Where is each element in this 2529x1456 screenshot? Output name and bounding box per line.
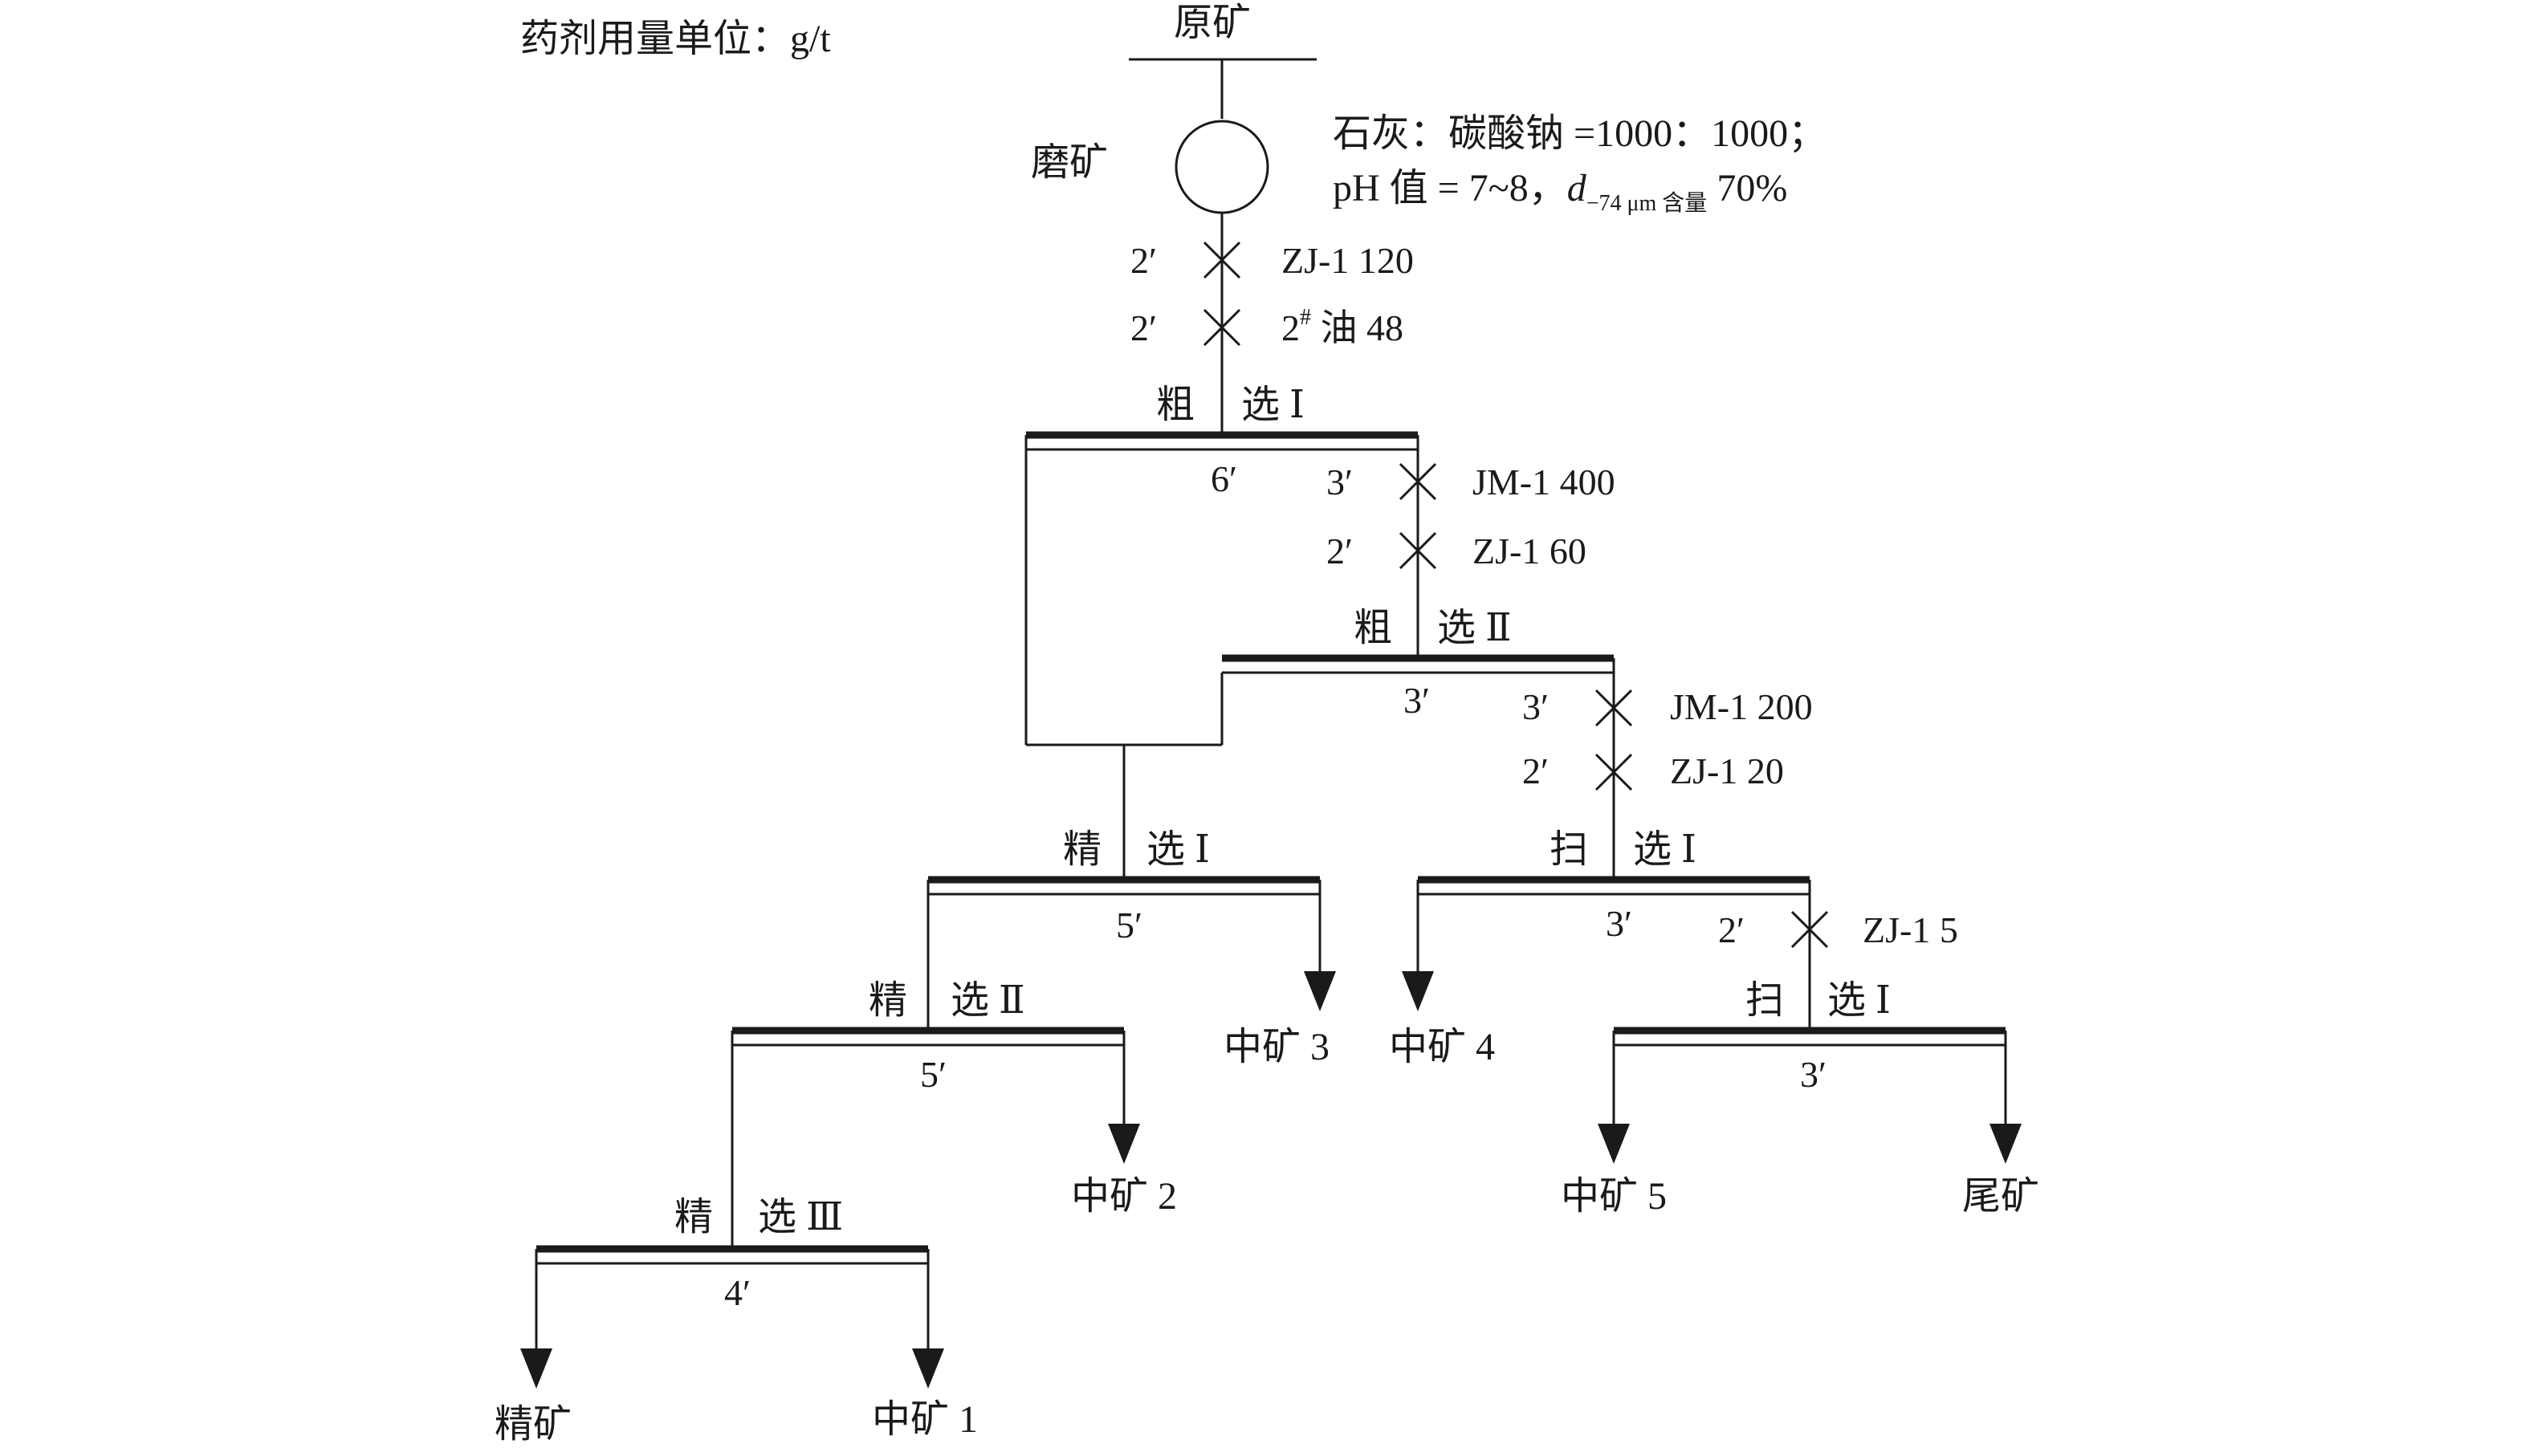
reagent-jm1-400-label: JM-1 400 bbox=[1472, 462, 1615, 502]
tailings-label: 尾矿 bbox=[1962, 1175, 2039, 1218]
conditioning-time-label: 3′ bbox=[1522, 686, 1549, 727]
tailings-arrow bbox=[1989, 1124, 2022, 1164]
cleaner-1-label-b: 选 Ⅰ bbox=[1146, 828, 1210, 871]
scavenger-1-time-label: 3′ bbox=[1606, 903, 1632, 944]
reagent-zj1-60-label: ZJ-1 60 bbox=[1472, 531, 1586, 571]
middling-4-label: 中矿 4 bbox=[1389, 1026, 1495, 1068]
conditioning-time-label: 3′ bbox=[1326, 462, 1353, 502]
middling-1-arrow bbox=[912, 1348, 944, 1389]
rougher-1-label-a: 粗 bbox=[1156, 384, 1195, 426]
reagent-addition-cross-jm1-200 bbox=[1594, 689, 1633, 727]
reagent-addition-cross-zj1-120 bbox=[1203, 241, 1241, 279]
grinding-condition-lime-soda: 石灰：碳酸钠 =1000：1000； bbox=[1333, 112, 1826, 155]
scavenger-2-label-b: 选 Ⅰ bbox=[1827, 979, 1891, 1022]
cleaner-2-label-a: 精 bbox=[869, 979, 907, 1022]
reagent-pine-oil-label: 2# 油 48 bbox=[1281, 305, 1403, 348]
cleaner-3-label-a: 精 bbox=[674, 1196, 713, 1238]
middling-1-label: 中矿 1 bbox=[872, 1398, 978, 1441]
reagent-addition-cross-zj1-5 bbox=[1790, 910, 1829, 949]
conditioning-time-label: 2′ bbox=[1326, 531, 1353, 571]
rougher-2-time-label: 3′ bbox=[1403, 680, 1430, 721]
middling-5-arrow bbox=[1598, 1124, 1630, 1164]
reagent-addition-cross-jm1-400 bbox=[1399, 462, 1437, 501]
middling-4-arrow bbox=[1402, 971, 1434, 1011]
reagent-zj1-20-label: ZJ-1 20 bbox=[1670, 750, 1784, 791]
middling-2-label: 中矿 2 bbox=[1071, 1175, 1177, 1218]
conditioning-time-label: 2′ bbox=[1522, 750, 1549, 791]
reagent-addition-cross-oil bbox=[1203, 308, 1241, 347]
cleaner-2-label-b: 选 Ⅱ bbox=[951, 979, 1025, 1022]
middling-3-arrow bbox=[1304, 971, 1336, 1011]
rougher-1-time-label: 6′ bbox=[1211, 458, 1237, 499]
reagent-zj1-5-label: ZJ-1 5 bbox=[1863, 909, 1958, 950]
cleaner-2-time-label: 5′ bbox=[920, 1054, 947, 1095]
cleaner-3-time-label: 4′ bbox=[724, 1272, 751, 1313]
concentrate-arrow bbox=[520, 1348, 552, 1389]
grinding-condition-ph-size: pH 值 = 7~8，d−74 μm 含量 70% bbox=[1333, 167, 1787, 216]
cleaner-3-label-b: 选 Ⅲ bbox=[758, 1196, 843, 1238]
middling-5-label: 中矿 5 bbox=[1561, 1175, 1667, 1218]
rougher-2-label-b: 选 Ⅱ bbox=[1437, 607, 1512, 649]
middling-3-label: 中矿 3 bbox=[1224, 1026, 1330, 1068]
reagent-addition-cross-zj1-60 bbox=[1399, 531, 1437, 570]
reagent-jm1-200-label: JM-1 200 bbox=[1670, 686, 1813, 727]
grinding-label: 磨矿 bbox=[1031, 141, 1108, 184]
reagent-addition-cross-zj1-20 bbox=[1594, 753, 1633, 791]
rougher-2-label-a: 粗 bbox=[1354, 607, 1392, 649]
raw-ore-label: 原矿 bbox=[1174, 2, 1251, 44]
reagent-zj1-120-label: ZJ-1 120 bbox=[1281, 240, 1414, 281]
scavenger-1-label-a: 扫 bbox=[1550, 828, 1588, 871]
grinding-mill-circle bbox=[1175, 120, 1269, 214]
scavenger-2-label-a: 扫 bbox=[1745, 979, 1784, 1022]
conditioning-time-label: 2′ bbox=[1130, 307, 1157, 348]
dosage-unit-label: 药剂用量单位：g/t bbox=[520, 18, 831, 60]
scavenger-1-label-b: 选 Ⅰ bbox=[1633, 828, 1696, 871]
rougher-1-label-b: 选 Ⅰ bbox=[1241, 384, 1305, 426]
cleaner-1-time-label: 5′ bbox=[1116, 905, 1142, 946]
middling-2-arrow bbox=[1108, 1124, 1140, 1164]
conditioning-time-label: 2′ bbox=[1718, 909, 1745, 950]
scavenger-2-time-label: 3′ bbox=[1800, 1054, 1826, 1095]
concentrate-label: 精矿 bbox=[495, 1403, 572, 1446]
conditioning-time-label: 2′ bbox=[1130, 240, 1157, 281]
cleaner-1-label-a: 精 bbox=[1063, 828, 1102, 871]
